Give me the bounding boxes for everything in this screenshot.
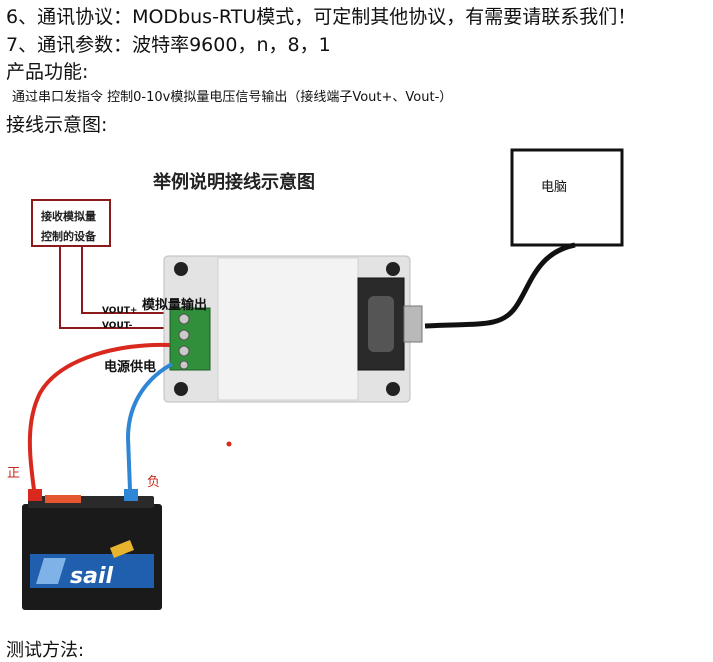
power-negative-wire [125, 362, 173, 491]
mount-hole [386, 382, 400, 396]
battery-logo-shape [36, 558, 66, 584]
serial-plug [403, 305, 423, 343]
vout-plus-wire [81, 246, 178, 314]
receiver-device-box [31, 199, 111, 247]
serial-connector-port [368, 296, 394, 352]
battery-brand-label: sail [70, 564, 114, 589]
marker-dot [226, 441, 232, 447]
battery-negative-terminal [124, 489, 138, 501]
mount-hole [386, 262, 400, 276]
vout-minus-label: VOUT- [102, 321, 133, 331]
computer-box [510, 148, 624, 247]
wiring-diagram-graphic [22, 148, 624, 610]
battery-label-accent [110, 540, 134, 558]
receiver-label-line1: 接收模拟量 [41, 210, 96, 223]
positive-label: 正 [7, 466, 21, 481]
terminal-screw [178, 313, 190, 325]
analog-output-label: 模拟量输出 [142, 298, 208, 313]
terminal-screw [178, 345, 190, 357]
wiring-diagram: 举例说明接线示意图 电脑 接收模拟量 控制的设备 模拟量输出 VOUT+ VOU… [0, 138, 713, 633]
spec-params-line: 7、通讯参数：波特率9600，n，8，1 [6, 34, 331, 56]
battery-positive-terminal [28, 489, 42, 501]
terminal-screw [179, 360, 189, 370]
computer-label: 电脑 [541, 180, 568, 195]
serial-cable [424, 242, 576, 329]
module-cover [217, 257, 359, 401]
vout-minus-wire [59, 246, 178, 329]
vout-plus-label: VOUT+ [102, 306, 138, 316]
receiver-label-line2: 控制的设备 [41, 230, 96, 243]
power-positive-wire [27, 342, 171, 491]
diagram-title: 举例说明接线示意图 [153, 172, 315, 193]
spec-protocol-line: 6、通讯协议：MODbus-RTU模式，可定制其他协议，有需要请联系我们！ [6, 6, 637, 28]
battery-sticker [45, 495, 81, 503]
terminal-screw [178, 329, 190, 341]
mount-hole [174, 382, 188, 396]
section-heading-function: 产品功能: [6, 61, 89, 83]
function-description: 通过串口发指令 控制0-10v模拟量电压信号输出（接线端子Vout+、Vout-… [12, 90, 453, 105]
power-supply-label: 电源供电 [104, 360, 157, 375]
section-heading-wiring: 接线示意图: [6, 114, 108, 136]
negative-label: 负 [147, 475, 161, 490]
terminal-block [169, 307, 211, 371]
mount-hole [174, 262, 188, 276]
section-heading-test: 测试方法: [6, 640, 85, 661]
